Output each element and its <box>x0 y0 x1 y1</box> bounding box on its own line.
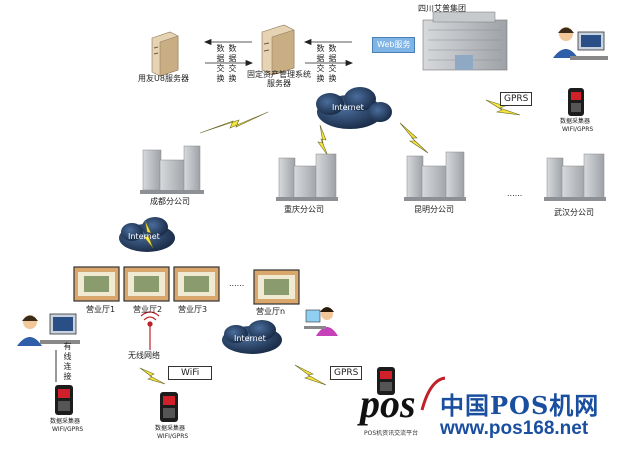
hall-2-icon <box>123 266 170 302</box>
branch-chengdu-label: 成都分公司 <box>150 197 190 206</box>
terminal-mid-label: 数据采集器 <box>155 425 186 432</box>
branch-wuhan-label: 武汉分公司 <box>554 208 594 217</box>
branch-building-kunming-icon <box>404 151 466 201</box>
exchange-label-left-top: 数据交换 <box>216 44 225 83</box>
hall-1-label: 营业厅1 <box>86 305 116 314</box>
internet-mid-label: Internet <box>128 232 160 241</box>
asset-server-icon <box>261 24 295 76</box>
hall-n-label: 营业厅n <box>256 307 286 316</box>
exchange-label-left-bottom: 数据交换 <box>228 44 237 83</box>
customer-service-icon <box>304 307 338 336</box>
operator-left-icon <box>17 313 80 346</box>
terminal-top-sublabel: WIFI/GPRS <box>562 126 594 133</box>
hq-name: 四川艾普集团 <box>418 4 466 13</box>
hall-3-label: 营业厅3 <box>178 305 208 314</box>
watermark-logo: pos <box>360 381 416 426</box>
hall-ellipsis: ...... <box>229 279 245 288</box>
hall-2-label: 营业厅2 <box>133 305 163 314</box>
antenna-icon <box>140 311 160 350</box>
gprs-bottom-tag: GPRS <box>330 366 363 380</box>
watermark-url: www.pos168.net <box>440 418 589 439</box>
ufida-server-label: 用友U8服务器 <box>138 74 189 83</box>
branch-ellipsis: ...... <box>507 189 523 198</box>
watermark-swoosh <box>420 376 446 411</box>
terminal-bottom-icon <box>377 367 395 395</box>
wired-label: 有线连接 <box>63 342 72 381</box>
terminal-top-label: 数据采集器 <box>560 118 591 125</box>
exchange-label-right-top: 数据交换 <box>316 44 325 83</box>
watermark-sub: POS机资讯交流平台 <box>364 430 419 437</box>
asset-server-label-2: 服务器 <box>267 79 291 88</box>
terminal-mid-sublabel: WIFI/GPRS <box>157 433 189 440</box>
internet-top-label: Internet <box>332 103 364 112</box>
internet-cloud-top-icon <box>316 87 392 129</box>
gprs-top-tag: GPRS <box>500 92 533 106</box>
hall-1-icon <box>73 266 120 302</box>
terminal-mid-icon <box>160 392 178 422</box>
wifi-tag: WiFi <box>168 366 213 380</box>
asset-server-label-1: 固定资产管理系统 <box>247 70 311 79</box>
branch-building-wuhan-icon <box>544 153 606 201</box>
lightning-links <box>139 99 521 386</box>
internet-cloud-bottom-icon <box>222 320 282 354</box>
terminal-left-label: 数据采集器 <box>50 418 81 425</box>
hall-n-icon <box>253 269 300 305</box>
terminal-left-icon <box>55 385 73 415</box>
branch-chongqing-label: 重庆分公司 <box>284 205 324 214</box>
watermark-title: 中国POS机网 <box>440 391 600 420</box>
wireless-label: 无线网络 <box>128 351 160 360</box>
exchange-arrows <box>203 38 354 67</box>
branch-kunming-label: 昆明分公司 <box>414 205 454 214</box>
branch-building-chongqing-icon <box>276 153 338 201</box>
internet-bottom-label: Internet <box>234 334 266 343</box>
hall-3-icon <box>173 266 220 302</box>
web-service-box: Web服务 <box>372 37 416 53</box>
exchange-label-right-bottom: 数据交换 <box>328 44 337 83</box>
operator-icon <box>553 27 608 60</box>
terminal-left-sublabel: WIFI/GPRS <box>52 426 84 433</box>
branch-building-chengdu-icon <box>140 145 204 194</box>
hq-building-icon <box>422 11 508 71</box>
ufida-server-icon <box>151 31 179 77</box>
terminal-top-icon <box>568 88 584 116</box>
